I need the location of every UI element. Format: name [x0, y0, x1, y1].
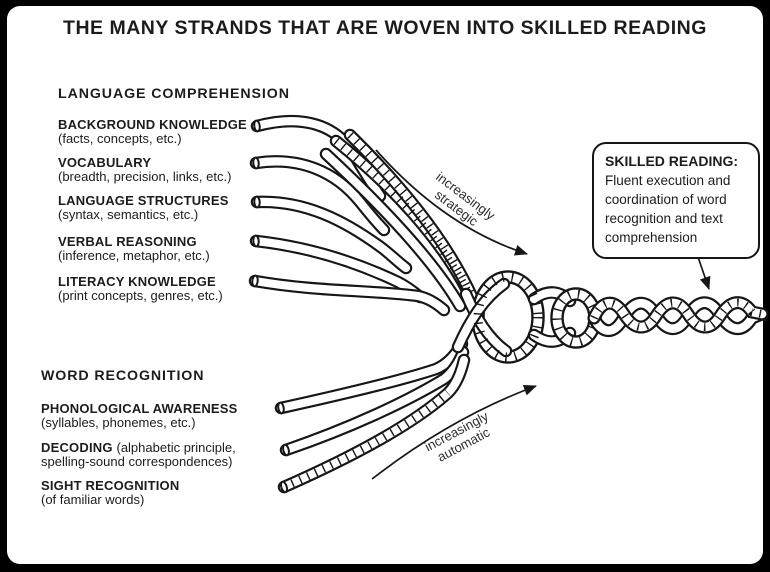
lc-item-detail: (print concepts, genres, etc.): [58, 287, 223, 303]
wr-item-name: SIGHT RECOGNITION: [41, 478, 180, 493]
lc-item-detail: (facts, concepts, etc.): [58, 130, 182, 146]
skilled-reading-body: Fluent execution and coordination of wor…: [605, 173, 731, 245]
wr-item-decoding: DECODING(alphabetic principle, spelling-…: [41, 441, 259, 468]
lc-item-detail: (syntax, semantics, etc.): [58, 206, 199, 222]
wr-item-detail: (alphabetic principle, spelling-sound co…: [41, 440, 236, 469]
strategic-arrow: [375, 149, 528, 256]
lc-item-literacy-knowledge: LITERACY KNOWLEDGE (print concepts, genr…: [58, 275, 276, 302]
lc-item-name: LITERACY KNOWLEDGE: [58, 274, 216, 289]
lc-item-verbal-reasoning: VERBAL REASONING (inference, metaphor, e…: [58, 235, 276, 262]
wr-item-detail: (of familiar words): [41, 491, 145, 507]
wr-item-phonological-awareness: PHONOLOGICAL AWARENESS (syllables, phone…: [41, 402, 259, 429]
skilled-reading-pointer-arrow: [697, 256, 711, 290]
diagram-title: THE MANY STRANDS THAT ARE WOVEN INTO SKI…: [63, 17, 707, 39]
lc-item-language-structures: LANGUAGE STRUCTURES (syntax, semantics, …: [58, 194, 276, 221]
skilled-reading-box: SKILLED READING: Fluent execution and co…: [592, 142, 760, 259]
wr-item-name: PHONOLOGICAL AWARENESS: [41, 401, 238, 416]
lc-item-vocabulary: VOCABULARY (breadth, precision, links, e…: [58, 156, 276, 183]
lc-item-name: VOCABULARY: [58, 155, 152, 170]
wr-item-name: DECODING: [41, 440, 113, 455]
wr-item-detail: (syllables, phonemes, etc.): [41, 414, 196, 430]
lc-item-detail: (breadth, precision, links, etc.): [58, 168, 232, 184]
wr-item-sight-recognition: SIGHT RECOGNITION (of familiar words): [41, 479, 259, 506]
language-comprehension-header: LANGUAGE COMPREHENSION: [58, 86, 290, 102]
lc-item-detail: (inference, metaphor, etc.): [58, 247, 210, 263]
skilled-reading-title: SKILLED READING:: [605, 153, 738, 169]
lc-item-background-knowledge: BACKGROUND KNOWLEDGE (facts, concepts, e…: [58, 118, 276, 145]
diagram-canvas: [7, 6, 763, 564]
reading-rope-illustration: [248, 114, 769, 494]
lc-item-name: VERBAL REASONING: [58, 234, 197, 249]
automatic-arrow: [371, 384, 537, 480]
word-recognition-header: WORD RECOGNITION: [41, 368, 205, 384]
lc-item-name: LANGUAGE STRUCTURES: [58, 193, 229, 208]
lc-item-name: BACKGROUND KNOWLEDGE: [58, 117, 247, 132]
